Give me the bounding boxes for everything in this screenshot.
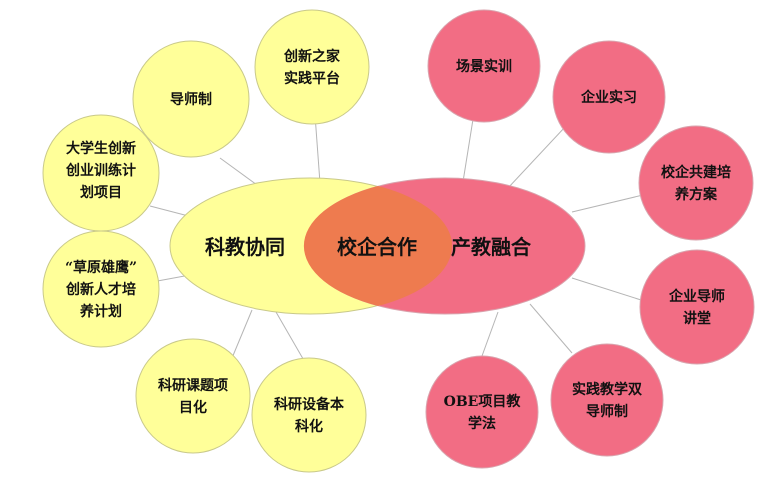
node-entrepreneur-platform (254, 9, 370, 125)
right-node-group: 场景实训 企业实习 校企共建培 养方案 企业导师 讲堂 实践教学双 导师制 OB… (425, 9, 755, 469)
connector-joint-training-plan (571, 194, 644, 213)
node-label-line: 企业实习 (580, 89, 637, 106)
connector-obe-teaching (481, 311, 499, 357)
connector-enterprise-lecture (571, 277, 642, 301)
node-enterprise-lecture (639, 249, 755, 365)
left-node-group: 创新之家 实践平台 导师制 大学生创新 创业训练计 划项目 “草原雄鹰” 创新人… (42, 9, 370, 473)
node-label-line: 划项目 (80, 184, 122, 201)
node-enterprise-internship (552, 40, 666, 154)
right-center-label: 产教融合 (451, 235, 532, 259)
node-obe-teaching (425, 355, 539, 469)
node-label-line: 创新之家 (283, 48, 341, 65)
node-label-line: 大学生创新 (66, 140, 136, 157)
connector-enterprise-internship (507, 126, 566, 189)
node-label-line: 养计划 (79, 303, 122, 320)
node-mentor-system (132, 40, 250, 158)
node-label-line: 创新人才培 (65, 281, 136, 298)
node-label-line: 学法 (468, 415, 496, 432)
node-label-line: 科研课题项 (158, 377, 228, 394)
node-label-line: 科化 (295, 418, 323, 435)
connector-research-equipment (275, 311, 307, 365)
node-research-equipment (251, 357, 367, 473)
node-label-line: 养方案 (674, 186, 718, 203)
node-label-line: 校企共建培 (661, 164, 731, 181)
overlap-region (303, 186, 453, 306)
left-center-label: 科教协同 (205, 235, 285, 259)
node-dual-mentor (550, 343, 664, 457)
node-label-line: 导师制 (586, 403, 628, 420)
node-label-line: “草原雄鹰” (65, 259, 137, 276)
node-label-line: 科研设备本 (274, 396, 345, 413)
node-label-line: 讲堂 (683, 310, 711, 327)
connector-lines (149, 112, 644, 365)
overlap-center-label: 校企合作 (337, 235, 417, 259)
connector-dual-mentor (529, 303, 573, 354)
node-label-line: 企业导师 (668, 288, 725, 305)
node-label-line: OBE项目教 (444, 393, 522, 410)
node-label-line: 创业训练计 (65, 162, 136, 179)
connector-research-topic (231, 309, 253, 359)
node-label-line: 实践平台 (284, 70, 340, 87)
node-label-line: 实践教学双 (572, 381, 642, 398)
node-scenario-training (427, 9, 541, 123)
node-talent-plan (42, 230, 160, 348)
node-label-line: 目化 (179, 399, 207, 416)
node-research-topic (135, 338, 251, 454)
connector-scenario-training (461, 112, 475, 189)
connector-entrepreneur-platform (314, 114, 321, 184)
node-label-line: 导师制 (170, 91, 212, 108)
node-label-line: 场景实训 (456, 58, 512, 75)
node-joint-training-plan (638, 125, 754, 241)
